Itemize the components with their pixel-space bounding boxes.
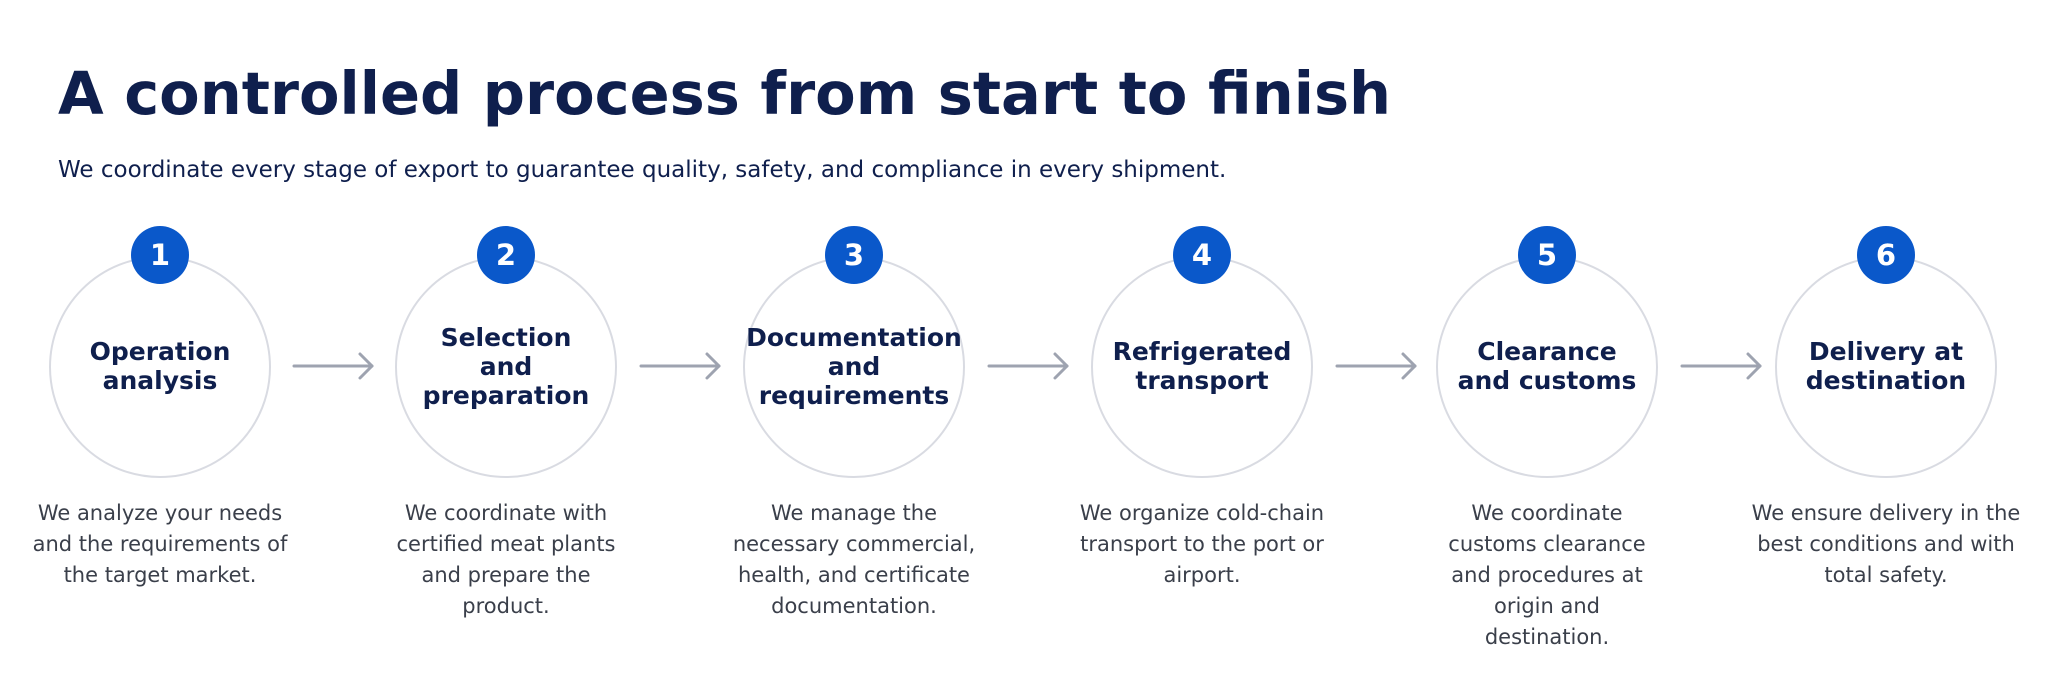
step-title: Operation analysis [89, 337, 231, 395]
step-description: We organize cold-chain transport to the … [1079, 501, 1325, 587]
step-circle [395, 256, 617, 478]
step-title: Clearance and customs [1457, 337, 1637, 395]
step-circle [49, 256, 271, 478]
step-description: We ensure delivery in the best condition… [1751, 501, 2021, 587]
step-title: Refrigerated transport [1112, 337, 1292, 395]
step-description: We coordinate customs clearance and proc… [1448, 501, 1646, 649]
step-number-badge: 2 [477, 226, 535, 284]
step-number-badge: 1 [131, 226, 189, 284]
step-number-badge: 3 [825, 226, 883, 284]
step-description: We coordinate with certified meat plants… [396, 501, 616, 618]
arrow-right-icon [1335, 352, 1417, 380]
step-number-badge: 4 [1173, 226, 1231, 284]
step-description: We manage the necessary commercial, heal… [732, 501, 976, 618]
page-title: A controlled process from start to finis… [58, 59, 1392, 128]
step-title: Selection and preparation [422, 322, 590, 410]
arrow-right-icon [1680, 352, 1762, 380]
step-title: Delivery at destination [1805, 337, 1967, 395]
step-circle [743, 256, 965, 478]
arrow-right-icon [639, 352, 721, 380]
step-title: Documentation and requirements [746, 322, 962, 410]
step-number-badge: 5 [1518, 226, 1576, 284]
step-circle [1775, 256, 1997, 478]
page-subtitle: We coordinate every stage of export to g… [58, 157, 1227, 183]
step-number-badge: 6 [1857, 226, 1915, 284]
step-description: We analyze your needs and the requiremen… [32, 501, 288, 587]
arrow-right-icon [987, 352, 1069, 380]
arrow-right-icon [292, 352, 374, 380]
step-circle [1091, 256, 1313, 478]
